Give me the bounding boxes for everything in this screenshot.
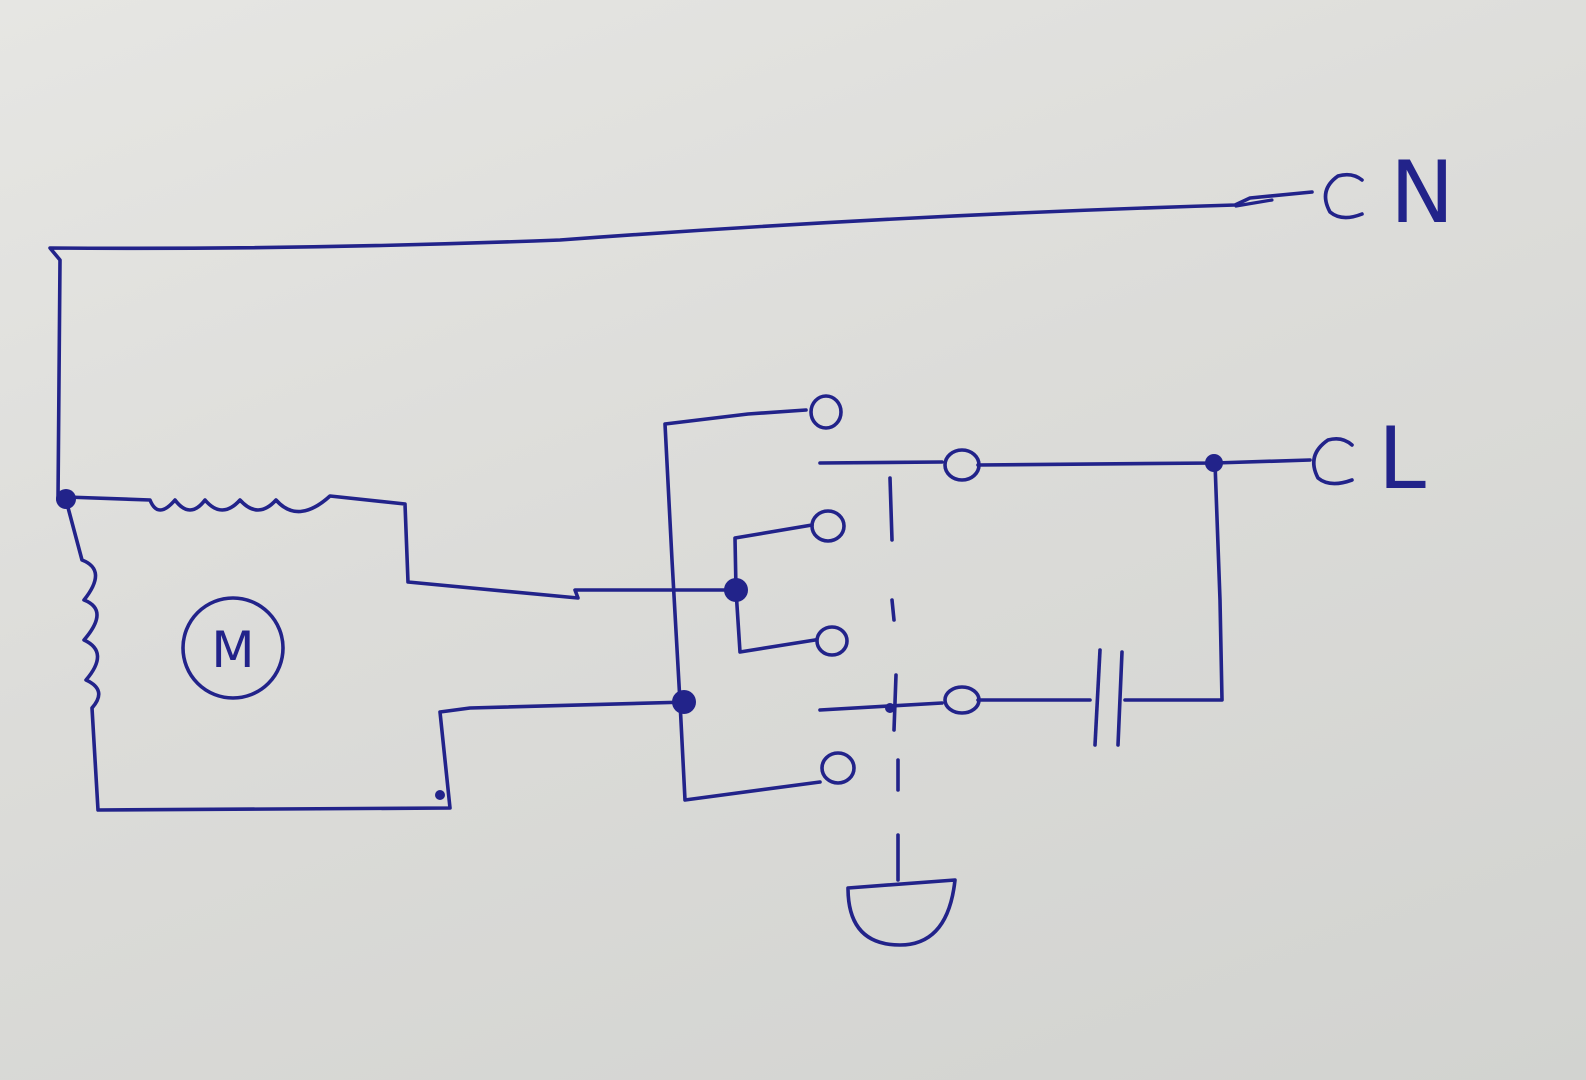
run-winding — [64, 494, 738, 600]
start-winding — [64, 498, 690, 812]
junction-dot — [724, 578, 748, 602]
neutral-terminal-symbol — [1323, 172, 1364, 220]
selector-wiring — [663, 408, 822, 802]
junction-dot — [1205, 454, 1223, 472]
contact-2 — [810, 509, 846, 543]
line-terminal: L — [1311, 409, 1426, 509]
actuator-knob — [846, 878, 957, 947]
line-terminal-symbol — [1311, 437, 1354, 486]
junction-dot — [672, 690, 696, 714]
capacitor-symbol — [1093, 648, 1124, 747]
line-wire — [976, 458, 1312, 702]
motor-symbol: M — [181, 596, 285, 700]
neutral-wire — [48, 190, 1314, 502]
line-label: L — [1378, 409, 1426, 509]
junction-dot — [435, 790, 445, 800]
contact-3 — [815, 625, 849, 657]
contact-line — [943, 448, 981, 482]
contact-1 — [809, 394, 843, 430]
motor-label: M — [211, 621, 254, 679]
junction-dot — [56, 489, 76, 509]
contact-4 — [820, 751, 856, 785]
junction-dots — [56, 454, 1223, 800]
contact-capacitor — [943, 685, 981, 715]
mechanical-linkage — [846, 476, 957, 947]
neutral-label: N — [1390, 143, 1454, 243]
switch-blades — [818, 460, 944, 712]
junction-dot — [885, 703, 895, 713]
neutral-terminal: N — [1323, 143, 1454, 243]
